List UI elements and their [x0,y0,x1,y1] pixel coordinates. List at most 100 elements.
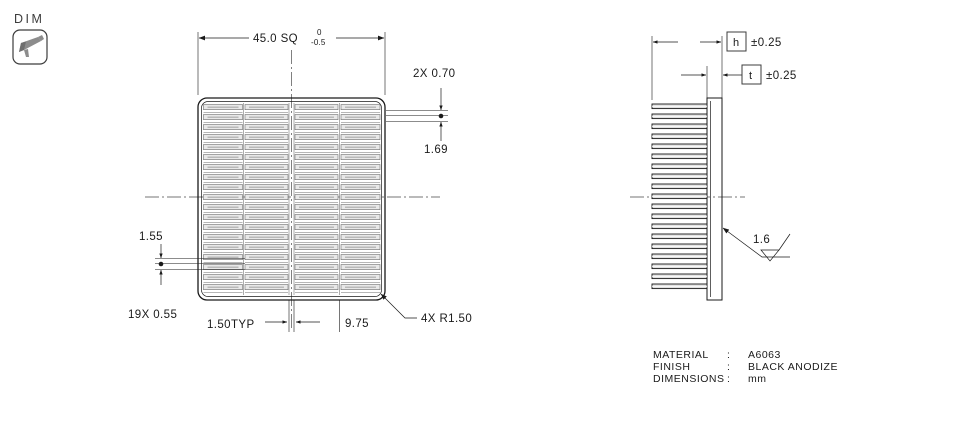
fin-row [294,154,339,163]
note-label-0: MATERIAL [653,349,709,361]
fin-row [203,134,243,143]
side-fin [651,273,708,280]
fin-field [203,104,381,293]
fin-row [244,214,289,223]
height-symbol: h [733,37,739,49]
thickness-symbol: t [749,70,752,82]
fin-row [340,224,381,233]
fin-row [294,254,339,263]
side-fin [651,143,708,150]
fin-row [203,274,243,283]
fin-row [203,144,243,153]
fin-row [244,184,289,193]
fin-row [203,174,243,183]
surface-finish-value: 1.6 [753,234,770,246]
fin-row [244,264,289,273]
side-fin [651,233,708,240]
side-fin [651,183,708,190]
side-fin [651,253,708,260]
notes-block: MATERIAL : A6063 FINISH : BLACK ANODIZE … [653,349,837,385]
fin-row [294,274,339,283]
dim-badge-label: DIM [14,12,44,26]
fin-row [294,264,339,273]
fin-row [244,244,289,253]
fin-row [340,284,381,293]
fin-row [203,214,243,223]
note-value-0: A6063 [748,349,781,361]
fin-row [244,124,289,133]
fin-gap-callout: 2X 0.70 1.69 [386,68,455,156]
fin-row [244,204,289,213]
fin-row [244,274,289,283]
fin-row [203,194,243,203]
side-fin [651,213,708,220]
side-fin [651,173,708,180]
fin-row [340,174,381,183]
side-fin [651,193,708,200]
channel-spacing-label: 9.75 [345,318,369,330]
fin-pitch-169-label: 1.69 [424,144,448,156]
fin-row [203,254,243,263]
fin-row [340,154,381,163]
fin-row [340,124,381,133]
fin-row [203,204,243,213]
corner-radius-callout: 4X R1.50 [380,293,472,325]
side-fin [651,263,708,270]
side-fin [651,153,708,160]
thickness-symbol-box [741,64,762,85]
fin-row [294,104,339,113]
note-value-2: mm [748,373,767,385]
fin-row [203,154,243,163]
side-fin-stack [651,103,708,290]
fin-row [244,164,289,173]
base-thickness-dimension: t ±0.25 [681,64,797,100]
fin-row [294,284,339,293]
fin-row [203,114,243,123]
fin-row [294,204,339,213]
note-label-2: DIMENSIONS [653,373,725,385]
fin-row [203,124,243,133]
channel-width-callout: 1.50TYP [207,300,320,332]
heatsink-inner-outline [201,101,382,297]
fin-row [294,184,339,193]
fin-row [294,144,339,153]
width-dimension: 45.0 SQ 0 -0.5 [197,28,386,95]
fin-row [340,164,381,173]
note-sep-1: : [727,361,730,373]
fin-row [294,124,339,133]
fin-row [244,284,289,293]
fin-row [244,134,289,143]
edge-155-label: 1.55 [139,231,163,243]
fin-gap-2x-label: 2X 0.70 [413,68,455,80]
fin-row [340,264,381,273]
fin-row [340,204,381,213]
fin-row [203,104,243,113]
surface-finish-callout: 1.6 [722,227,791,262]
fin-row [294,114,339,123]
height-tolerance: ±0.25 [751,37,782,49]
fin-row [244,224,289,233]
fin-row [340,134,381,143]
top-view: 45.0 SQ 0 -0.5 2X 0.70 1.69 1.55 19X 0.5… [128,28,472,332]
side-fin [651,283,708,290]
thickness-tolerance: ±0.25 [766,70,797,82]
fin-thickness-callout: 1.55 19X 0.55 [128,231,245,321]
fin-row [340,184,381,193]
side-fin [651,163,708,170]
fin-row [340,194,381,203]
side-view: h ±0.25 t ±0.25 1.6 [630,31,797,301]
side-fin [651,123,708,130]
heatsink-outline [197,97,386,301]
side-fin [651,103,708,110]
side-fin [651,113,708,120]
fin-row [340,144,381,153]
fin-row [244,174,289,183]
dim-badge: DIM [12,12,48,65]
fin-row [203,224,243,233]
fin-row [294,194,339,203]
note-sep-0: : [727,349,730,361]
fin-row [340,114,381,123]
overall-height-dimension: h ±0.25 [651,31,782,100]
